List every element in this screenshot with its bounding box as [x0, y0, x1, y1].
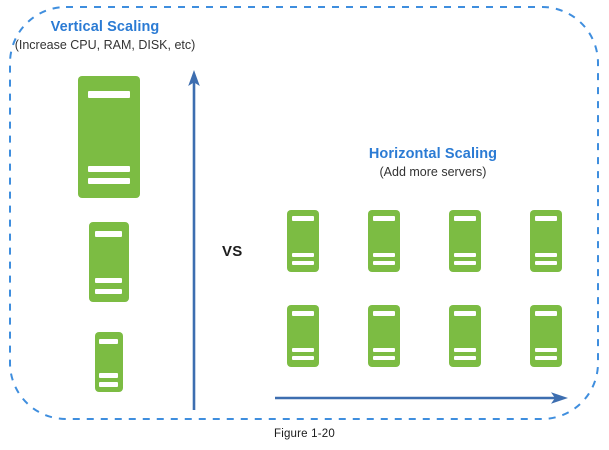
server-icon-r1-c3 [449, 210, 481, 272]
server-slot-bar [535, 348, 557, 352]
server-slot-bar [454, 356, 476, 360]
server-icon-r2-c2 [368, 305, 400, 367]
server-slot-bar [454, 261, 476, 265]
server-slot-bar [95, 231, 122, 237]
server-slot-bar [373, 356, 395, 360]
server-slot-bar [535, 216, 557, 221]
server-slot-bar [535, 261, 557, 265]
server-slot-bar [95, 278, 122, 283]
vertical-scaling-title: Vertical Scaling [50, 19, 160, 35]
horizontal-scaling-subtitle: (Add more servers) [379, 165, 487, 180]
server-slot-bar [292, 253, 314, 257]
vertical-scaling-label: Vertical Scaling (Increase CPU, RAM, DIS… [12, 18, 198, 54]
server-slot-bar [535, 253, 557, 257]
server-slot-bar [454, 348, 476, 352]
server-slot-bar [535, 311, 557, 316]
server-slot-bar [535, 356, 557, 360]
server-icon-r1-c1 [287, 210, 319, 272]
large-server [78, 76, 140, 198]
server-slot-bar [454, 216, 476, 221]
server-icon-r2-c3 [449, 305, 481, 367]
horizontal-scaling-label: Horizontal Scaling (Add more servers) [338, 145, 528, 181]
server-slot-bar [99, 382, 118, 387]
server-icon-r1-c4 [530, 210, 562, 272]
horizontal-growth-arrow [275, 392, 568, 404]
server-slot-bar [454, 311, 476, 316]
vertical-scaling-subtitle: (Increase CPU, RAM, DISK, etc) [14, 38, 196, 53]
server-slot-bar [454, 253, 476, 257]
server-slot-bar [88, 91, 130, 98]
server-slot-bar [373, 216, 395, 221]
server-icon-r1-c2 [368, 210, 400, 272]
server-slot-bar [88, 166, 130, 172]
server-icon-r2-c4 [530, 305, 562, 367]
server-slot-bar [292, 261, 314, 265]
horizontal-scaling-title: Horizontal Scaling [368, 146, 498, 162]
server-slot-bar [292, 348, 314, 352]
figure-caption: Figure 1-20 [273, 428, 335, 440]
server-slot-bar [292, 356, 314, 360]
server-slot-bar [99, 373, 118, 378]
server-icon-r2-c1 [287, 305, 319, 367]
server-slot-bar [99, 339, 118, 344]
medium-server [89, 222, 129, 302]
vertical-growth-arrow [188, 70, 200, 410]
server-slot-bar [373, 261, 395, 265]
server-slot-bar [373, 348, 395, 352]
server-slot-bar [95, 289, 122, 294]
server-slot-bar [88, 178, 130, 184]
server-slot-bar [292, 216, 314, 221]
server-slot-bar [373, 311, 395, 316]
server-slot-bar [292, 311, 314, 316]
server-slot-bar [373, 253, 395, 257]
versus-label: VS [222, 243, 243, 260]
small-server [95, 332, 123, 392]
